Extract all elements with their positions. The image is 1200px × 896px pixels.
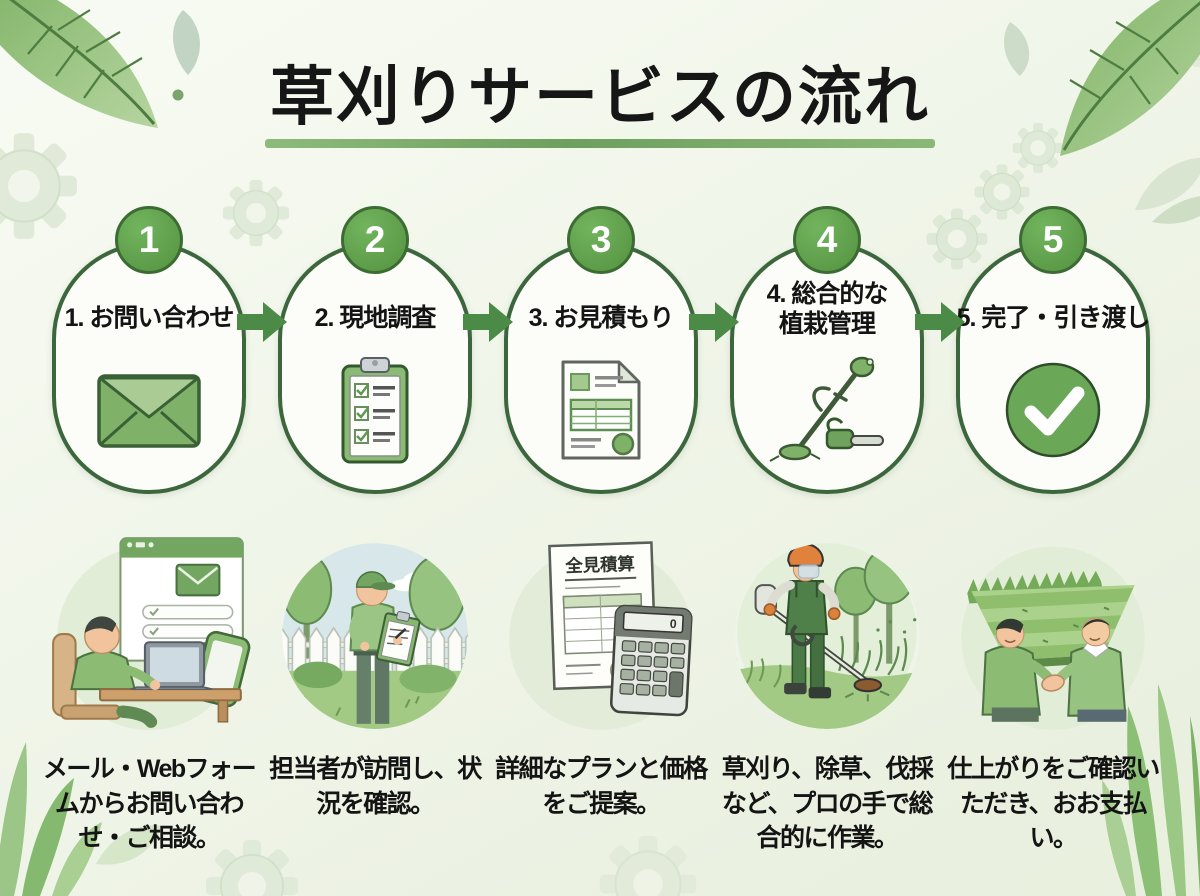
mowing-worker bbox=[754, 543, 890, 702]
calculator: 0 bbox=[609, 604, 693, 717]
flow-arrow-icon bbox=[689, 302, 739, 342]
flow-arrow-icon bbox=[915, 302, 965, 342]
chair bbox=[52, 633, 77, 717]
step-description: メール・Webフォームからお問い合わせ・ご相談。 bbox=[42, 755, 257, 852]
site-survey-illustration bbox=[282, 543, 468, 729]
step-label: 3. お見積もり bbox=[528, 304, 675, 332]
flow-arrow-icon bbox=[237, 302, 287, 342]
step-number: 3 bbox=[590, 219, 612, 260]
person bbox=[70, 616, 137, 691]
flow-arrow-icon bbox=[463, 302, 513, 342]
surveyor bbox=[349, 571, 421, 724]
page-title: 草刈りサービスの流れ bbox=[270, 61, 930, 133]
mowing-work-illustration bbox=[734, 543, 920, 729]
step-number: 2 bbox=[364, 219, 386, 260]
step-number-badge: 1 bbox=[115, 206, 183, 274]
desk bbox=[99, 688, 242, 702]
step-description: 仕上がりをご確認いただき、おお支払い。 bbox=[947, 755, 1160, 852]
step-number: 5 bbox=[1042, 219, 1064, 260]
step-number: 1 bbox=[138, 219, 160, 260]
step-description: 詳細なプランと価格をご提案。 bbox=[495, 755, 708, 818]
title-underline bbox=[265, 139, 935, 148]
step-label: 2. 現地調査 bbox=[314, 304, 437, 332]
step-number-badge: 4 bbox=[793, 206, 861, 274]
handover-illustration bbox=[961, 546, 1145, 730]
estimate-document-icon bbox=[561, 360, 641, 460]
staff bbox=[1050, 617, 1127, 722]
step-number: 4 bbox=[816, 219, 838, 260]
leaf-decoration bbox=[1004, 0, 1200, 224]
estimate-doc-title: 全見積算 bbox=[564, 554, 635, 576]
grass-decoration bbox=[1102, 684, 1200, 896]
brush-cutter-chainsaw-icon bbox=[769, 356, 884, 462]
step-description: 担当者が訪問し、状況を確認。 bbox=[269, 755, 482, 818]
estimate-illustration: 全見積算 0 bbox=[509, 541, 693, 730]
step-number-badge: 3 bbox=[567, 206, 635, 274]
contact-illustration bbox=[52, 537, 251, 730]
step-description: 草刈り、除草、伐採など、プロの手で総合的に作業。 bbox=[721, 755, 934, 852]
grass-decoration bbox=[0, 742, 162, 896]
handshake bbox=[1041, 674, 1065, 692]
envelope-icon bbox=[97, 374, 201, 448]
step-label: 1. お問い合わせ bbox=[64, 304, 235, 332]
step-number-badge: 5 bbox=[1019, 206, 1087, 274]
leaf-decoration bbox=[0, 0, 200, 128]
step-label: 5. 完了・引き渡し bbox=[956, 304, 1151, 332]
customer bbox=[981, 618, 1058, 722]
calculator-display: 0 bbox=[669, 617, 677, 631]
step-number-badge: 2 bbox=[341, 206, 409, 274]
step-label: 4. 総合的な植栽管理 bbox=[766, 280, 889, 338]
check-circle-icon bbox=[1005, 362, 1101, 458]
clipboard-checklist-icon bbox=[341, 357, 409, 464]
